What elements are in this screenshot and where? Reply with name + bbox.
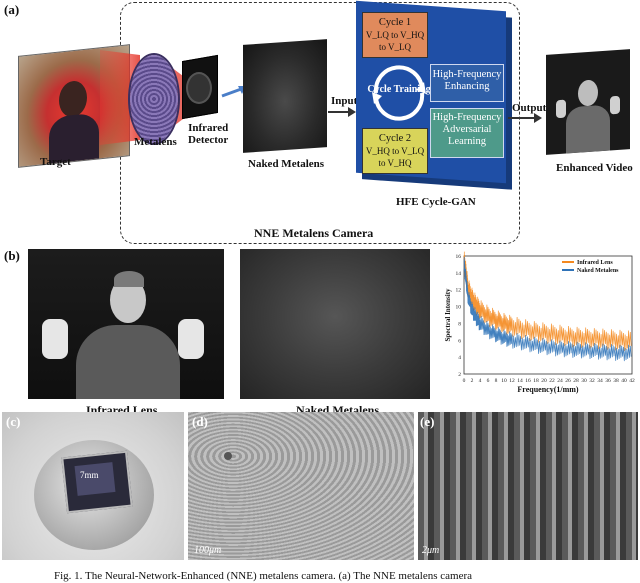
metalens-chip-photo: 7mm bbox=[2, 412, 184, 560]
hf-enhancing-box: High-Frequency Enhancing bbox=[430, 64, 504, 102]
y-tick-label: 12 bbox=[456, 288, 462, 294]
x-tick-label: 10 bbox=[501, 378, 507, 384]
x-tick-label: 26 bbox=[565, 378, 571, 384]
x-tick-label: 14 bbox=[517, 378, 523, 384]
panel-b-letter: (b) bbox=[4, 248, 20, 263]
x-tick-label: 4 bbox=[479, 378, 482, 384]
y-tick-label: 2 bbox=[458, 372, 461, 378]
cycle-training: Cycle Training bbox=[367, 84, 431, 95]
x-tick-label: 40 bbox=[621, 378, 627, 384]
input-label: Input bbox=[331, 95, 358, 107]
sem-scale-100: 100μm bbox=[194, 545, 222, 556]
x-tick-label: 24 bbox=[557, 378, 563, 384]
x-tick-label: 16 bbox=[525, 378, 531, 384]
panel-e-letter: (e) bbox=[420, 414, 435, 429]
enhanced-label: Enhanced Video bbox=[556, 162, 633, 174]
x-tick-label: 34 bbox=[597, 378, 603, 384]
naked-metalens-raw-image bbox=[240, 249, 430, 399]
cycle1-title: Cycle 1 bbox=[378, 17, 412, 28]
panel-c-letter: (c) bbox=[6, 414, 21, 429]
cycle2-sub: V_HQ to V_LQ to V_HQ bbox=[365, 146, 425, 168]
cycle2-box: Cycle 2 V_HQ to V_LQ to V_HQ bbox=[362, 128, 428, 174]
x-tick-label: 12 bbox=[509, 378, 515, 384]
hf-adv-line3: Learning bbox=[448, 136, 486, 147]
enhanced-video-image bbox=[546, 49, 630, 155]
panel-d-letter: (d) bbox=[192, 414, 208, 429]
cycle1-box: Cycle 1 V_LQ to V_HQ to V_LQ bbox=[362, 12, 428, 58]
hf-adversarial-box: High-Frequency Adversarial Learning bbox=[430, 108, 504, 158]
series-line-naked bbox=[463, 256, 632, 362]
legend-label: Infrared Lens bbox=[577, 260, 613, 266]
y-tick-label: 4 bbox=[458, 355, 461, 361]
y-tick-label: 14 bbox=[456, 271, 462, 277]
chart-frame bbox=[463, 255, 633, 375]
detector-label-line2: Detector bbox=[188, 134, 229, 146]
hf-enh-line2: Enhancing bbox=[444, 81, 490, 92]
detector-aperture bbox=[186, 72, 212, 104]
camera-label: NNE Metalens Camera bbox=[254, 226, 374, 240]
sem-scale-2: 2μm bbox=[422, 545, 440, 556]
y-tick-label: 8 bbox=[458, 321, 461, 327]
x-axis-label: Frequency(1/mm) bbox=[517, 385, 579, 394]
hf-enh-line1: High-Frequency bbox=[432, 69, 502, 80]
x-tick-label: 0 bbox=[463, 378, 466, 384]
naked-label: Naked Metalens bbox=[248, 158, 325, 170]
sem-rings-image bbox=[188, 412, 414, 560]
x-tick-label: 20 bbox=[541, 378, 547, 384]
chip-scale: 7mm bbox=[80, 470, 99, 480]
output-label: Output bbox=[512, 102, 547, 114]
metalens-disk bbox=[130, 55, 178, 143]
y-axis-label: Spectral Intensity bbox=[444, 288, 452, 342]
sem-pillars-image bbox=[418, 412, 638, 560]
legend-label: Naked Metalens bbox=[577, 268, 619, 274]
x-tick-label: 22 bbox=[549, 378, 555, 384]
hf-adv-line1: High-Frequency bbox=[432, 112, 502, 123]
hf-adv-line2: Adversarial bbox=[442, 124, 492, 135]
x-tick-label: 42 bbox=[629, 378, 635, 384]
x-tick-label: 28 bbox=[573, 378, 579, 384]
output-arrow bbox=[508, 113, 542, 123]
x-tick-label: 18 bbox=[533, 378, 539, 384]
x-tick-label: 30 bbox=[581, 378, 587, 384]
cycle1-sub: V_LQ to V_HQ to V_LQ bbox=[365, 30, 425, 52]
series-line-infrared bbox=[463, 251, 632, 352]
panel-a-letter: (a) bbox=[4, 2, 20, 17]
detector-label-line1: Infrared bbox=[188, 122, 229, 134]
y-tick-label: 10 bbox=[456, 305, 462, 311]
detector-label: Infrared Detector bbox=[188, 122, 228, 146]
y-tick-label: 16 bbox=[456, 254, 462, 260]
naked-metalens-image bbox=[243, 39, 327, 153]
x-tick-label: 8 bbox=[495, 378, 498, 384]
metalens-label: Metalens bbox=[134, 136, 177, 148]
x-tick-label: 36 bbox=[605, 378, 611, 384]
infrared-lens-image bbox=[28, 249, 224, 399]
gan-label: HFE Cycle-GAN bbox=[396, 196, 476, 208]
y-tick-label: 6 bbox=[458, 338, 461, 344]
x-tick-label: 38 bbox=[613, 378, 619, 384]
x-tick-label: 6 bbox=[487, 378, 490, 384]
input-arrow bbox=[328, 107, 356, 117]
target-label: Target bbox=[40, 156, 71, 168]
cycle2-title: Cycle 2 bbox=[378, 133, 412, 144]
x-tick-label: 32 bbox=[589, 378, 595, 384]
figure-caption: Fig. 1. The Neural-Network-Enhanced (NNE… bbox=[54, 570, 473, 582]
cycle-arrows bbox=[372, 65, 426, 121]
x-tick-label: 2 bbox=[471, 378, 474, 384]
